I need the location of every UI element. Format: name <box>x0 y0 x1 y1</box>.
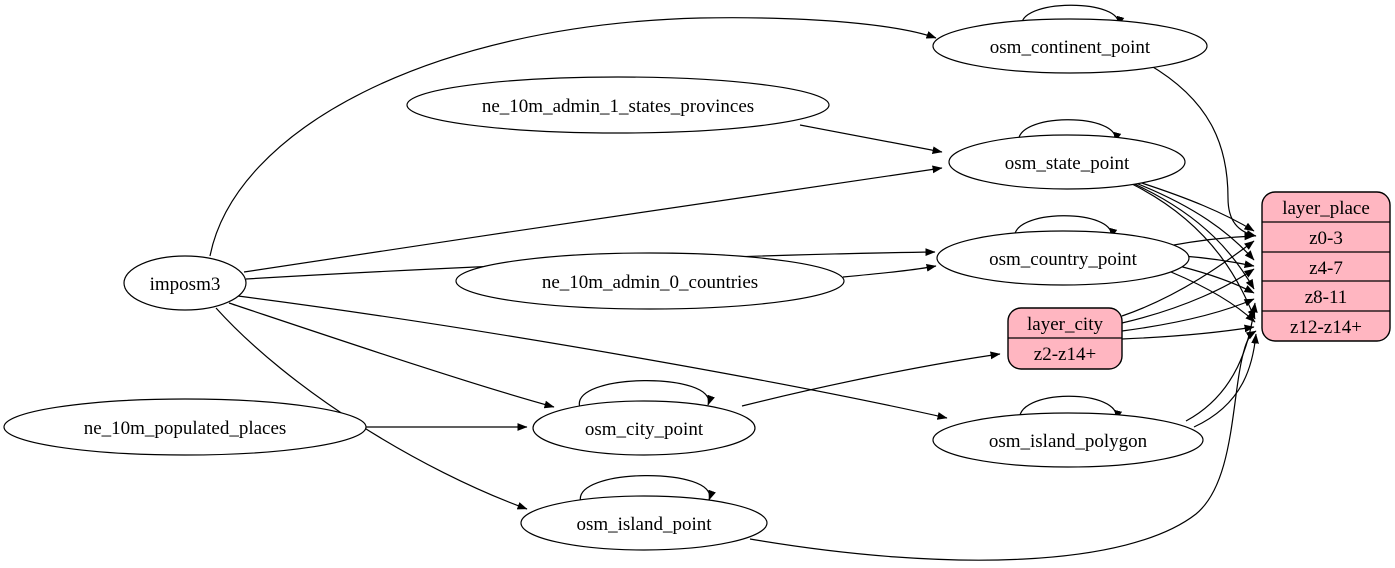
node-osm-island-polygon: osm_island_polygon <box>932 412 1204 468</box>
edge-self-loop-osm_country_point <box>1014 215 1118 241</box>
node-osm-continent-point: osm_continent_point <box>932 18 1208 74</box>
edge-self-loop-osm_island_point <box>579 475 716 504</box>
edge-layer_city-layer_place-z8-11 <box>1121 298 1255 332</box>
node-ne-10m-admin-1-states-provinces-shape <box>406 76 830 134</box>
edge-layer_city-layer_place-z12-z14 <box>1121 324 1255 340</box>
edge-osm_city_point-layer_city-z2-z14 <box>741 351 1001 407</box>
edge-osm_continent_point-layer_place-z0-3 <box>1147 63 1257 238</box>
node-imposm3: imposm3 <box>123 255 247 311</box>
node-ne-10m-admin-0-countries-label: ne_10m_admin_0_countries <box>542 272 758 293</box>
edge-osm_state_point-layer_place-z4-7 <box>1127 179 1255 261</box>
edge-layer_city-layer_place-z4-7 <box>1121 268 1255 324</box>
edge-osm_island_polygon-layer_place-z8-11 <box>1185 302 1258 422</box>
node-osm-island-point-label: osm_island_point <box>576 514 712 535</box>
node-osm-island-polygon-label: osm_island_polygon <box>989 431 1148 452</box>
record-layer-place-row-z0-3: z0-3 <box>1309 228 1343 249</box>
edge-self-loop-osm_state_point <box>1018 119 1122 145</box>
edge-osm_state_point-layer_place-z12-z14 <box>1131 183 1256 320</box>
node-imposm3-shape <box>123 255 247 311</box>
node-ne-10m-admin-0-countries-shape <box>455 252 845 310</box>
record-layer-place-title: layer_place <box>1282 198 1370 219</box>
edge-osm_island_point-layer_place-z12-z14 <box>749 330 1257 561</box>
node-ne-10m-admin-1-states-provinces: ne_10m_admin_1_states_provinces <box>406 76 830 134</box>
edge-osm_country_point-layer_place-z8-11 <box>1178 265 1255 294</box>
node-osm-state-point-shape <box>948 134 1186 190</box>
record-layer-place-row-z12-z14: z12-z14+ <box>1290 317 1362 338</box>
edge-ne_10m_admin_0_countries-osm_country_point <box>842 263 937 278</box>
node-osm-continent-point-shape <box>932 18 1208 74</box>
edge-ne_10m_admin_1_states_provinces-osm_state_point <box>799 124 943 154</box>
record-layer-place: layer_place z0-3 z4-7 z8-11 z12-z14+ <box>1261 191 1391 342</box>
node-osm-island-point: osm_island_point <box>520 495 768 551</box>
node-osm-continent-point-label: osm_continent_point <box>990 37 1151 58</box>
node-ne-10m-admin-1-states-provinces-label: ne_10m_admin_1_states_provinces <box>482 96 754 117</box>
node-ne-10m-populated-places-label: ne_10m_populated_places <box>84 418 287 439</box>
record-layer-place-row-z4-7: z4-7 <box>1309 258 1343 279</box>
node-osm-city-point: osm_city_point <box>532 400 756 456</box>
node-ne-10m-populated-places-shape <box>3 398 367 456</box>
node-osm-state-point: osm_state_point <box>948 134 1186 190</box>
edge-self-loop-osm_island_polygon <box>1019 395 1123 423</box>
node-osm-island-point-shape <box>520 495 768 551</box>
node-osm-state-point-label: osm_state_point <box>1005 153 1130 174</box>
record-layer-place-row-z8-11: z8-11 <box>1305 287 1348 308</box>
node-osm-city-point-shape <box>532 400 756 456</box>
edge-imposm3-osm_island_polygon <box>237 295 948 420</box>
node-osm-island-polygon-shape <box>932 412 1204 468</box>
edge-imposm3-osm_city_point <box>228 302 555 409</box>
edge-self-loop-osm_continent_point <box>1021 4 1125 29</box>
edge-self-loop-osm_city_point <box>578 380 715 409</box>
record-layer-city-row-z2-z14: z2-z14+ <box>1034 344 1096 365</box>
node-osm-city-point-label: osm_city_point <box>585 419 704 440</box>
edge-osm_island_polygon-layer_place-z12-z14 <box>1193 333 1259 428</box>
edge-imposm3-osm_continent_point <box>209 17 937 257</box>
node-osm-country-point-shape <box>936 230 1190 286</box>
node-ne-10m-populated-places: ne_10m_populated_places <box>3 398 367 456</box>
node-ne-10m-admin-0-countries: ne_10m_admin_0_countries <box>455 252 845 310</box>
edge-osm_country_point-layer_place-z12-z14 <box>1170 271 1256 323</box>
node-imposm3-label: imposm3 <box>150 274 221 295</box>
node-osm-country-point-label: osm_country_point <box>989 249 1137 270</box>
node-osm-country-point: osm_country_point <box>936 230 1190 286</box>
record-layer-place-shape <box>1261 191 1391 342</box>
edge-osm_country_point-layer_place-z4-7 <box>1182 255 1255 268</box>
edge-osm_state_point-layer_place-z0-3 <box>1125 177 1255 232</box>
edge-layer_city-layer_place-z0-3 <box>1121 240 1255 317</box>
record-layer-city: layer_city z2-z14+ <box>1007 307 1123 370</box>
edge-imposm3-osm_state_point <box>243 165 943 273</box>
record-layer-city-title: layer_city <box>1027 314 1103 335</box>
edge-osm_country_point-layer_place-z0-3 <box>1167 232 1255 247</box>
